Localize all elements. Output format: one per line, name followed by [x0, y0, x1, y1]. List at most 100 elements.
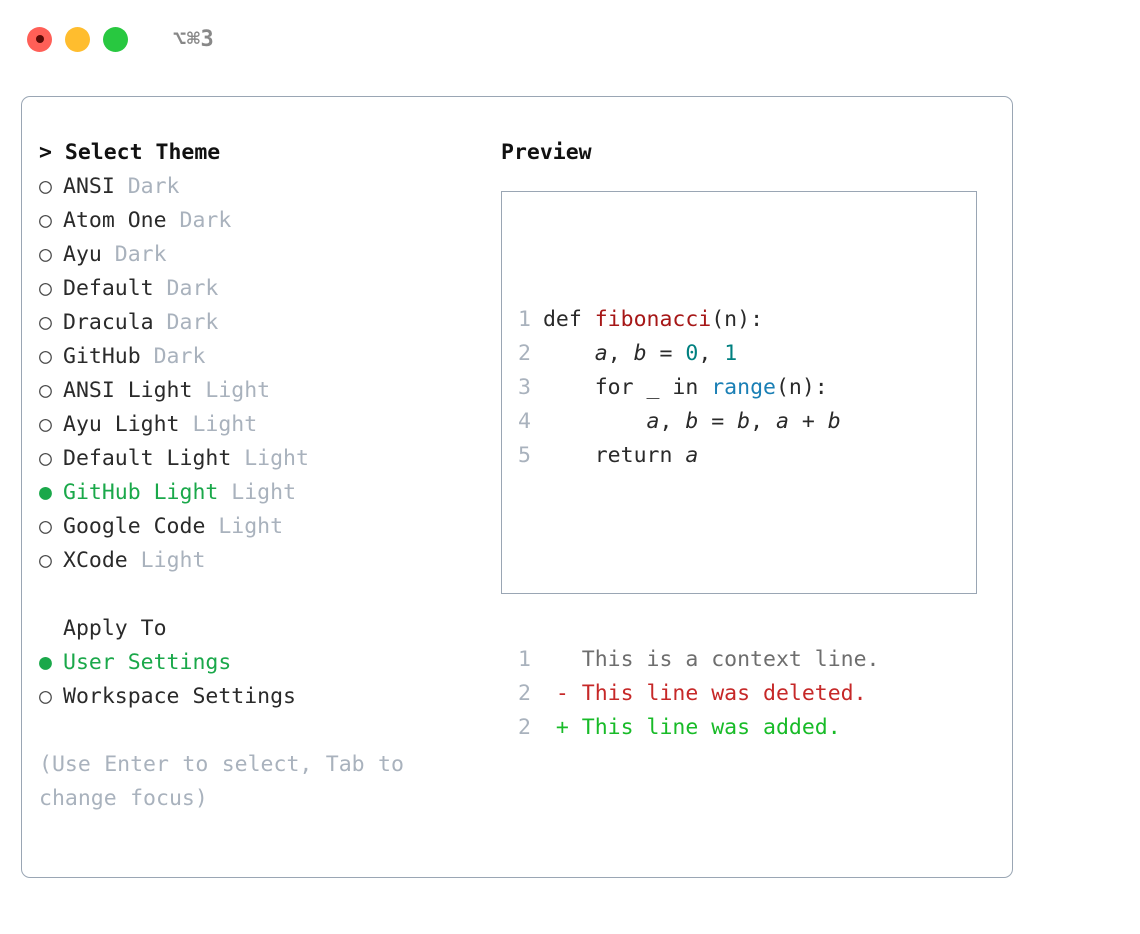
apply-to-indent	[39, 612, 63, 646]
radio-unselected-icon: ○	[39, 446, 52, 471]
theme-item-label: XCode	[63, 548, 128, 573]
radio-unselected-icon: ○	[39, 514, 52, 539]
token-var: a	[775, 409, 789, 434]
theme-item-ansi-light[interactable]: ○ ANSI Light Light	[39, 374, 479, 408]
token-plain: (n):	[775, 375, 828, 400]
theme-item-tag: Dark	[140, 344, 206, 369]
theme-item-tag: Dark	[114, 174, 180, 199]
token-plain: ,	[659, 409, 686, 434]
theme-item-dracula[interactable]: ○Dracula Dark	[39, 306, 479, 340]
code-line-text: for _ in range(n):	[530, 375, 828, 400]
theme-item-tag: Light	[205, 514, 284, 539]
apply-to-item-workspace-settings[interactable]: ○ Workspace Settings	[39, 680, 479, 714]
radio-unselected-icon: ○	[39, 412, 52, 437]
token-plain: ,	[607, 341, 634, 366]
theme-item-ayu[interactable]: ○ Ayu Dark	[39, 238, 479, 272]
maximize-button[interactable]	[103, 26, 128, 52]
token-plain: return	[594, 443, 686, 468]
close-button[interactable]	[27, 26, 52, 52]
select-theme-heading: > Select Theme	[39, 140, 221, 165]
minimize-button[interactable]	[65, 26, 90, 52]
diff-line-added: 2 + This line was added.	[518, 711, 880, 745]
token-plain: for _ in	[594, 375, 712, 400]
diff-line-context: 1 This is a context line.	[518, 643, 880, 677]
theme-item-label: ANSI Light	[63, 378, 193, 403]
theme-item-label: GitHub	[63, 344, 141, 369]
theme-item-ayu-light[interactable]: ○ Ayu Light Light	[39, 408, 479, 442]
theme-item-default[interactable]: ○ Default Dark	[39, 272, 479, 306]
radio-unselected-icon: ○	[39, 548, 52, 573]
theme-item-tag: Light	[231, 446, 309, 471]
line-number: 3	[518, 375, 531, 400]
window-controls	[27, 26, 128, 52]
radio-unselected-icon: ○	[39, 684, 52, 709]
theme-item-tag: Light	[179, 412, 258, 437]
theme-item-tag: Dark	[153, 276, 219, 301]
code-line-text: def fibonacci(n):	[530, 307, 763, 332]
token-plain: (n):	[711, 307, 764, 332]
theme-item-atom-one[interactable]: ○Atom One Dark	[39, 204, 479, 238]
list-spacer	[39, 578, 479, 612]
apply-to-item-label: User Settings	[63, 650, 232, 675]
line-number: 2	[518, 341, 531, 366]
code-line: 2 a, b = 0, 1	[518, 337, 880, 371]
code-gap	[518, 541, 880, 575]
token-var: b	[685, 409, 699, 434]
theme-item-github-light[interactable]: ●GitHub Light Light	[39, 476, 479, 510]
token-fn: fibonacci	[594, 307, 712, 332]
diff-line-text: This is a context line.	[530, 647, 880, 672]
theme-item-label: Dracula	[63, 310, 154, 335]
apply-to-list[interactable]: ● User Settings ○ Workspace Settings	[39, 646, 479, 714]
token-var: b	[737, 409, 751, 434]
theme-item-tag: Dark	[101, 242, 167, 267]
token-var: a	[646, 409, 660, 434]
token-plain: =	[646, 341, 686, 366]
theme-item-default-light[interactable]: ○ Default Light Light	[39, 442, 479, 476]
radio-unselected-icon: ○	[39, 242, 52, 267]
radio-unselected-icon: ○	[39, 276, 52, 301]
theme-item-label: ANSI	[63, 174, 115, 199]
theme-item-label: Default	[63, 276, 154, 301]
token-plain: def	[542, 307, 595, 332]
radio-unselected-icon: ○	[39, 378, 52, 403]
line-number: 1	[518, 647, 531, 672]
apply-to-item-user-settings[interactable]: ● User Settings	[39, 646, 479, 680]
token-var: b	[827, 409, 841, 434]
theme-item-tag: Dark	[166, 208, 232, 233]
line-number: 2	[518, 681, 531, 706]
token-plain: ,	[698, 341, 725, 366]
apply-to-item-label: Workspace Settings	[63, 684, 296, 709]
line-number: 1	[518, 307, 531, 332]
theme-item-tag: Light	[127, 548, 206, 573]
theme-item-label: Default Light	[63, 446, 232, 471]
preview-column: Preview 1 def fibonacci(n):2 a, b = 0, 1…	[501, 136, 991, 740]
theme-item-tag: Light	[218, 480, 297, 505]
diff-lines: 1 This is a context line. 2 - This line w…	[518, 643, 880, 745]
code-line: 5 return a	[518, 439, 880, 473]
theme-item-google-code[interactable]: ○Google Code Light	[39, 510, 479, 544]
code-line-text: a, b = 0, 1	[530, 341, 737, 366]
code-line-text: a, b = b, a + b	[530, 409, 841, 434]
radio-unselected-icon: ○	[39, 174, 52, 199]
theme-item-tag: Light	[192, 378, 271, 403]
line-number: 2	[518, 715, 531, 740]
theme-item-ansi[interactable]: ○ ANSI Dark	[39, 170, 479, 204]
token-plain: ,	[750, 409, 776, 434]
token-var: a	[594, 341, 608, 366]
line-number: 4	[518, 409, 531, 434]
radio-selected-icon: ●	[39, 650, 52, 675]
theme-item-label: Ayu Light	[63, 412, 180, 437]
token-plain: =	[698, 409, 738, 434]
theme-item-label: Atom One	[63, 208, 167, 233]
theme-item-github[interactable]: ○GitHub Dark	[39, 340, 479, 374]
code-line: 1 def fibonacci(n):	[518, 303, 880, 337]
theme-list[interactable]: ○ANSI Dark○Atom One Dark○Ayu Dark○Defaul…	[39, 170, 479, 578]
diff-line-text: - This line was deleted.	[530, 681, 867, 706]
keyboard-hint: (Use Enter to select, Tab to change focu…	[39, 752, 418, 811]
theme-item-label: Ayu	[63, 242, 102, 267]
theme-item-xcode[interactable]: ○ XCode Light	[39, 544, 479, 578]
theme-item-tag: Dark	[153, 310, 219, 335]
